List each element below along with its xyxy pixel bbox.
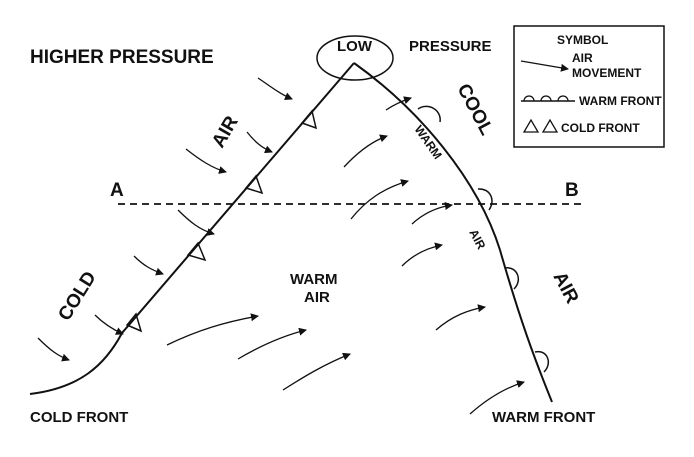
cold-front-triangles [125,109,318,333]
air-movement-arrow [37,337,70,362]
air-movement-arrow [350,179,409,220]
air-movement-arrow [401,242,443,267]
warm-air-label-2: AIR [304,289,330,306]
legend: SYMBOL AIR MOVEMENT WARM FRONT COLD FRON… [513,25,665,148]
warm-front-semicircles [417,105,550,373]
air-movement-arrow [133,255,164,276]
air-movement-arrow [166,313,259,346]
air-movement-arrow [185,148,227,174]
legend-warm-front-label: WARM FRONT [579,94,662,108]
air-movement-arrow [282,352,351,391]
air-on-front-label: AIR [466,227,488,252]
air-movement-arrow [257,77,293,100]
warm-air-label-1: WARM [290,271,338,288]
legend-cold-front-label: COLD FRONT [561,121,640,135]
warm-front-line [353,62,553,403]
warm-air-arrows [166,96,525,415]
legend-air-arrow [520,60,569,72]
cold-front-label: COLD FRONT [30,409,128,426]
legend-warm-front-symbol [521,95,575,102]
air-movement-arrow [94,314,124,335]
air-right-label: AIR [549,268,583,307]
warm-front-label: WARM FRONT [492,409,595,426]
air-movement-arrow [246,131,273,154]
cool-label: COOL [453,80,497,139]
air-movement-arrow [177,209,215,236]
air-left-label: AIR [208,112,243,151]
air-movement-arrow [411,202,453,225]
legend-movement-label: MOVEMENT [572,66,642,80]
cold-label: COLD [54,268,100,325]
air-movement-arrow [435,304,486,331]
legend-air-label: AIR [572,51,593,65]
pressure-label: PRESSURE [409,38,492,55]
low-label: LOW [337,38,373,55]
air-movement-arrow [237,327,307,360]
point-a-label: A [110,180,124,201]
higher-pressure-label: HIGHER PRESSURE [30,47,214,68]
point-b-label: B [565,180,579,201]
air-movement-arrow [343,134,388,168]
air-movement-arrow [385,96,412,111]
legend-title: SYMBOL [557,33,608,47]
air-movement-arrow [469,380,525,415]
cold-air-arrows [37,77,293,362]
cold-front-line [29,62,355,395]
legend-cold-front-symbol [522,118,559,133]
low-pressure-oval [316,35,394,81]
